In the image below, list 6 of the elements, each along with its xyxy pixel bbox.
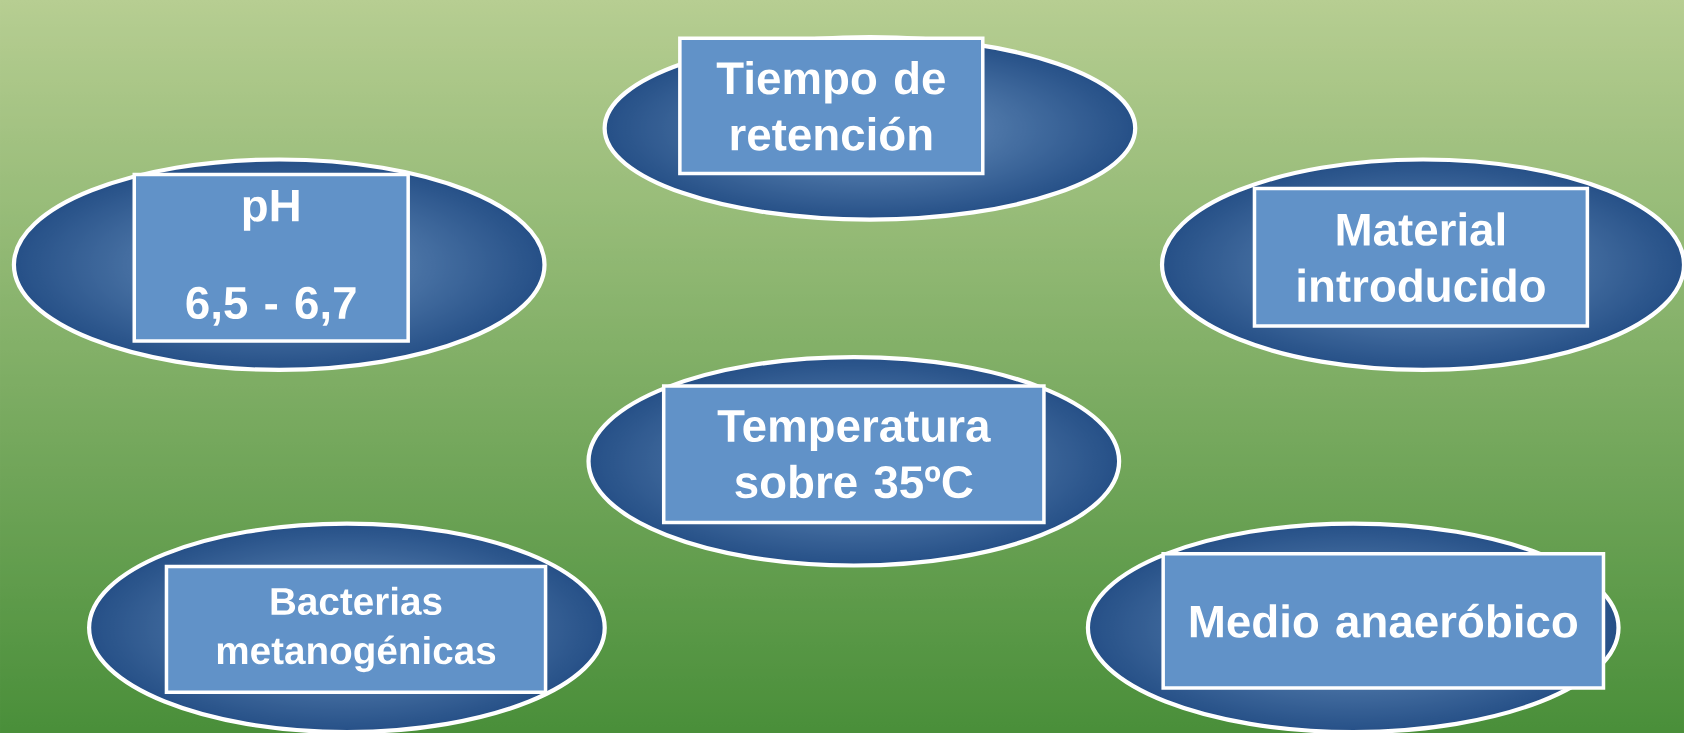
ellipse-node: Temperatura sobre 35ºC <box>586 354 1122 568</box>
ellipse-node: Bacterias metanogénicas <box>87 521 607 733</box>
ellipse-node: pH 6,5 - 6,7 <box>11 157 547 372</box>
ellipse-node: Tiempo de retención <box>602 34 1138 222</box>
ellipse-node: Material introducido <box>1159 157 1684 372</box>
ellipse-node: Medio anaeróbico <box>1085 521 1621 733</box>
